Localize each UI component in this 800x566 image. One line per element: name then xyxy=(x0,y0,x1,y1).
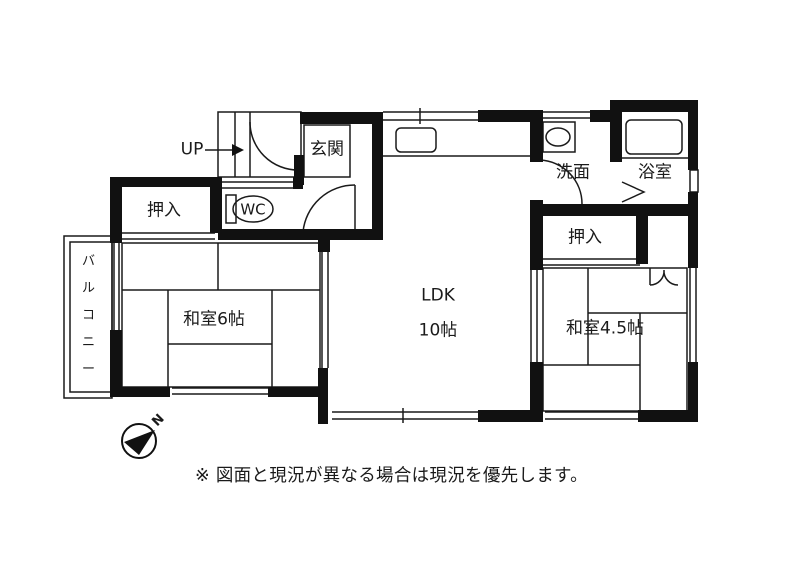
room-size-ldk: 10帖 xyxy=(418,320,458,341)
stairs xyxy=(217,111,302,178)
door-swing-closet xyxy=(649,269,679,286)
bath-door-icon xyxy=(621,181,646,203)
door-swing-entry xyxy=(249,121,299,171)
room-label-genkan: 玄関 xyxy=(310,139,344,160)
room-label-oshiire-right: 押入 xyxy=(568,227,602,248)
washbasin-icon xyxy=(545,127,571,147)
toilet-icon xyxy=(232,195,274,223)
walls xyxy=(110,100,698,424)
washitsu45-tatami xyxy=(542,267,688,412)
sink-icon xyxy=(395,127,437,153)
north-arrow-icon xyxy=(121,423,157,459)
room-label-yokushitsu: 浴室 xyxy=(638,162,672,183)
stairs-up-label: UP xyxy=(180,139,204,160)
disclaimer-note: ※ 図面と現況が異なる場合は現況を優先します。 xyxy=(195,466,588,486)
washitsu6-tatami xyxy=(121,242,321,388)
room-label-balcony: バ ル コ ニ ー xyxy=(82,254,96,377)
door-swing-genkan xyxy=(302,184,356,233)
room-label-senmen: 洗面 xyxy=(556,162,590,183)
room-label-ldk: LDK xyxy=(421,285,455,306)
room-label-oshiire-left: 押入 xyxy=(147,200,181,221)
room-label-wc: WC xyxy=(240,200,266,219)
bathtub-icon xyxy=(625,119,683,155)
room-label-washitsu45: 和室4.5帖 xyxy=(565,318,645,339)
door-swing-senmen xyxy=(539,159,583,205)
room-label-washitsu6: 和室6帖 xyxy=(183,309,245,330)
